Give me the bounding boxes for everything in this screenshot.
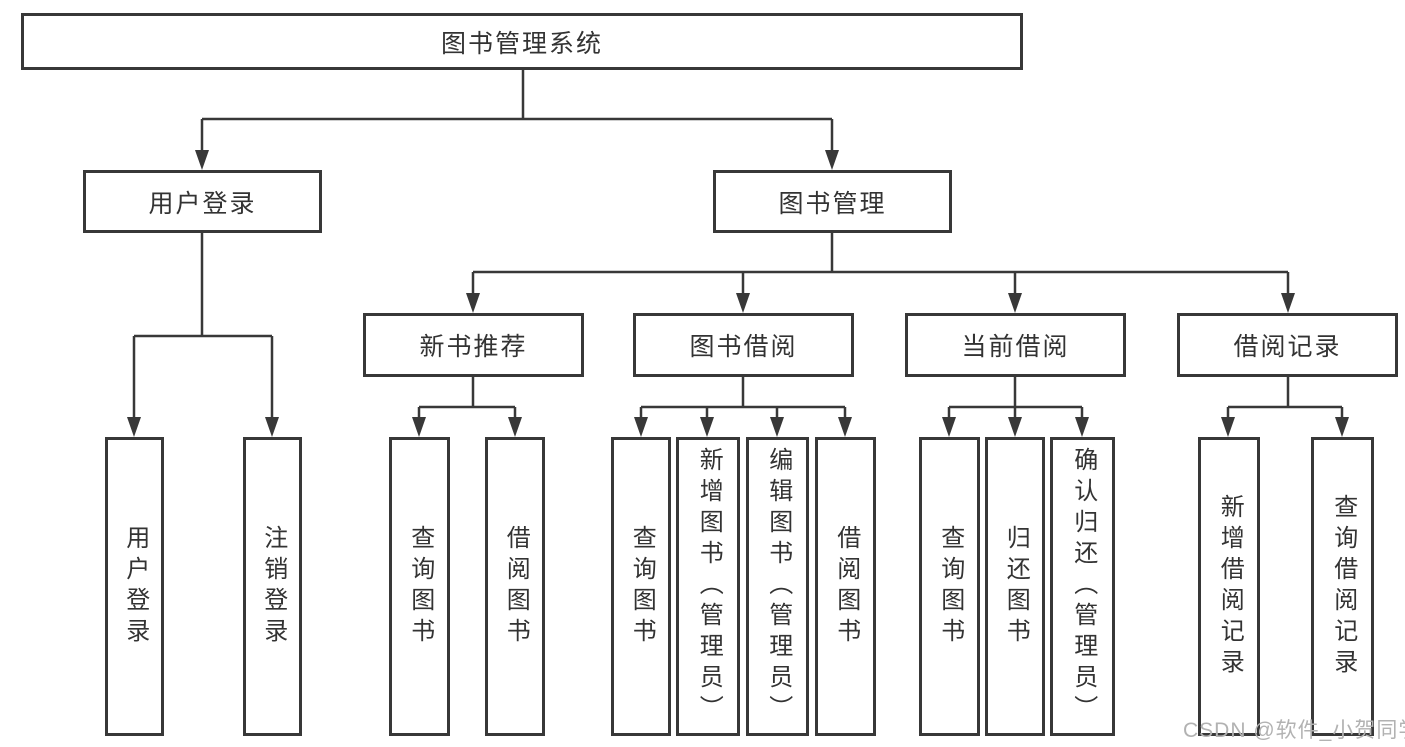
node-book-mgmt: 图书管理 xyxy=(713,170,952,233)
leaf-borrow-book-2: 借阅图书 xyxy=(815,437,876,736)
arrow-to-leaf-query-book-3 xyxy=(942,417,956,437)
arrow-to-leaf-logout xyxy=(265,417,279,437)
connector-book-mgmt-to-level3 xyxy=(471,233,1290,297)
arrow-to-leaf-query-record xyxy=(1335,417,1349,437)
leaf-confirm-return: 确认归还（管理员） xyxy=(1050,437,1115,736)
node-user-login: 用户登录 xyxy=(83,170,322,233)
node-new-book-rec: 新书推荐 xyxy=(363,313,584,377)
leaf-edit-book-label: 编辑图书（管理员） xyxy=(764,447,792,726)
arrow-to-book-borrow xyxy=(736,293,750,313)
arrow-to-leaf-add-record xyxy=(1221,417,1235,437)
node-user-login-label: 用户登录 xyxy=(148,189,257,218)
leaf-edit-book: 编辑图书（管理员） xyxy=(746,437,809,736)
leaf-query-book-3-label: 查询图书 xyxy=(936,524,964,649)
arrow-to-leaf-return-book xyxy=(1008,417,1022,437)
leaf-query-book-2: 查询图书 xyxy=(611,437,671,736)
arrow-to-leaf-add-book xyxy=(700,417,714,437)
arrow-to-leaf-borrow-book-2 xyxy=(838,417,852,437)
leaf-logout-label: 注销登录 xyxy=(259,524,287,649)
arrow-to-leaf-query-book-1 xyxy=(412,417,426,437)
connector-borrow-records-to-leaves xyxy=(1226,377,1344,422)
arrow-to-user-login xyxy=(195,150,209,170)
node-book-borrow-label: 图书借阅 xyxy=(689,333,798,361)
leaf-borrow-book-1: 借阅图书 xyxy=(485,437,545,736)
arrow-to-leaf-edit-book xyxy=(770,417,784,437)
leaf-query-book-2-label: 查询图书 xyxy=(628,524,656,649)
leaf-borrow-book-1-label: 借阅图书 xyxy=(502,524,530,649)
leaf-query-record-label: 查询借阅记录 xyxy=(1329,493,1357,680)
leaf-add-book-label: 新增图书（管理员） xyxy=(695,447,723,726)
connector-root-to-level2 xyxy=(200,70,834,155)
leaf-add-book: 新增图书（管理员） xyxy=(676,437,740,736)
leaf-add-record: 新增借阅记录 xyxy=(1198,437,1260,736)
leaf-return-book-label: 归还图书 xyxy=(1002,524,1030,649)
leaf-query-record: 查询借阅记录 xyxy=(1311,437,1374,736)
connector-current-borrow-to-leaves xyxy=(947,377,1084,422)
csdn-watermark: CSDN @软件_小贺同学 xyxy=(1183,719,1405,742)
arrow-to-new-book-rec xyxy=(466,293,480,313)
leaf-add-record-label: 新增借阅记录 xyxy=(1216,493,1244,680)
arrow-to-leaf-borrow-book-1 xyxy=(508,417,522,437)
leaf-user-login-label: 用户登录 xyxy=(121,524,149,649)
leaf-query-book-3: 查询图书 xyxy=(919,437,980,736)
connector-new-book-rec-to-leaves xyxy=(417,377,517,422)
node-root: 图书管理系统 xyxy=(21,13,1023,70)
arrow-to-book-mgmt xyxy=(825,150,839,170)
arrow-to-current-borrow xyxy=(1008,293,1022,313)
leaf-borrow-book-2-label: 借阅图书 xyxy=(832,524,860,649)
arrow-to-leaf-confirm-return xyxy=(1075,417,1089,437)
node-book-mgmt-label: 图书管理 xyxy=(778,189,887,218)
leaf-confirm-return-label: 确认归还（管理员） xyxy=(1069,447,1097,726)
node-current-borrow-label: 当前借阅 xyxy=(961,333,1070,361)
arrow-to-leaf-user-login xyxy=(127,417,141,437)
arrow-to-borrow-records xyxy=(1281,293,1295,313)
node-current-borrow: 当前借阅 xyxy=(905,313,1126,377)
leaf-return-book: 归还图书 xyxy=(985,437,1045,736)
node-new-book-rec-label: 新书推荐 xyxy=(419,333,528,361)
leaf-user-login: 用户登录 xyxy=(105,437,164,736)
leaf-logout: 注销登录 xyxy=(243,437,302,736)
leaf-query-book-1-label: 查询图书 xyxy=(406,524,434,649)
arrow-to-leaf-query-book-2 xyxy=(634,417,648,437)
node-root-label: 图书管理系统 xyxy=(440,29,603,58)
connector-book-borrow-to-leaves xyxy=(639,377,847,422)
connector-user-login-to-leaves xyxy=(132,233,274,422)
node-borrow-records: 借阅记录 xyxy=(1177,313,1398,377)
leaf-query-book-1: 查询图书 xyxy=(389,437,450,736)
node-book-borrow: 图书借阅 xyxy=(633,313,854,377)
node-borrow-records-label: 借阅记录 xyxy=(1233,333,1342,361)
